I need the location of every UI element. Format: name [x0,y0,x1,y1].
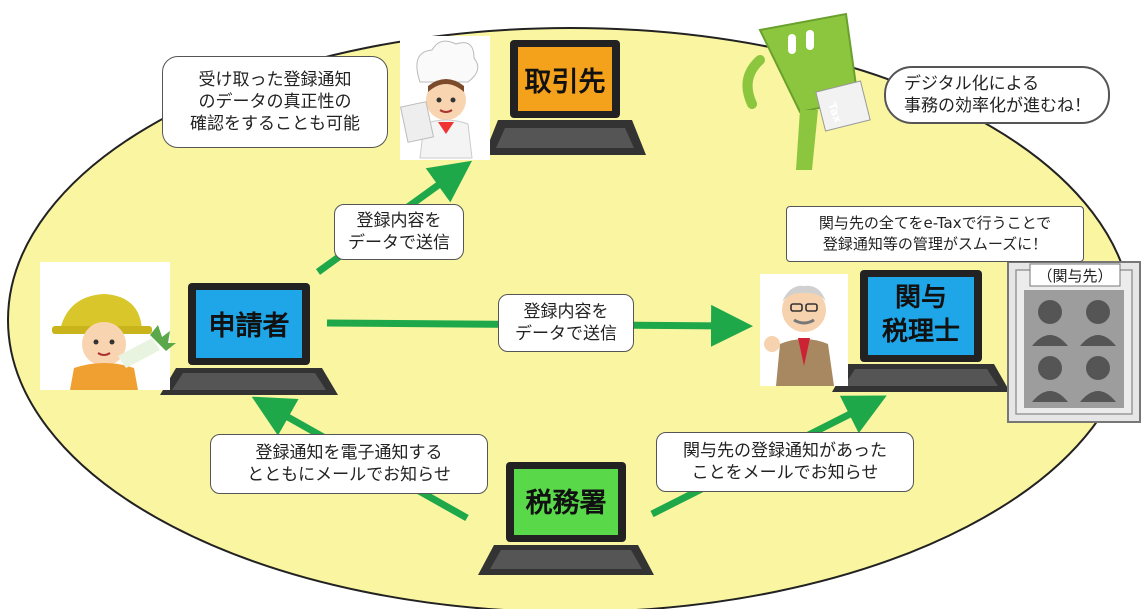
tax-office-screen [514,469,618,535]
label-office-to-applicant: 登録通知を電子通知する とともにメールでお知らせ [210,434,488,494]
e-tax-mascot-icon: Tax [742,12,871,170]
chef-icon [399,36,490,160]
label-send-to-partner-line1: 登録内容を [356,211,442,231]
mascot-speech-bubble: デジタル化による 事務の効率化が進むね！ [884,66,1110,124]
label-send-to-accountant: 登録内容を データで送信 [498,294,634,352]
tax-office-label: 税務署 [526,488,607,519]
label-office-to-accountant-line2: ことをメールでお知らせ [691,463,879,483]
applicant-screen [196,290,302,358]
partner-note-line2: のデータの真正性の [198,92,352,112]
accountant-label-line1: 関与 [895,283,947,313]
laptop-applicant: 申請者 [160,283,338,395]
laptop-accountant: 関与 税理士 [832,270,1010,392]
label-send-to-partner-line2: データで送信 [348,233,450,253]
accountant-note-line1: 関与先の全てをe-Taxで行うことで [818,214,1052,232]
applicant-label: 申請者 [209,310,290,342]
person-silhouette-icon [1032,300,1116,402]
partner-label: 取引先 [525,67,606,98]
partner-note-line1: 受け取った登録通知 [198,70,352,90]
partner-screen [518,47,612,111]
clients-title: （関与先） [1037,267,1112,285]
label-office-to-accountant: 関与先の登録通知があった ことをメールでお知らせ [656,432,914,492]
farmer-icon [40,262,176,390]
label-send-to-partner: 登録内容を データで送信 [334,204,464,260]
mascot-speech-line1: デジタル化による [904,74,1040,94]
label-send-to-accountant-line1: 登録内容を [523,302,609,322]
label-office-to-applicant-line2: とともにメールでお知らせ [247,465,451,485]
laptop-tax-office: 税務署 [478,462,654,575]
partner-note: 受け取った登録通知 のデータの真正性の 確認をすることも可能 [162,56,388,148]
accountant-screen [868,277,974,355]
accountant-label-line2: 税理士 [882,317,960,347]
mascot-speech-line2: 事務の効率化が進むね！ [904,96,1091,116]
label-office-to-applicant-line1: 登録通知を電子通知する [255,443,443,463]
laptop-partner: 取引先 [484,40,646,155]
label-send-to-accountant-line2: データで送信 [515,324,617,344]
label-office-to-accountant-line1: 関与先の登録通知があった [683,441,887,461]
clients-panel: （関与先） [1007,261,1141,423]
partner-note-line3: 確認をすることも可能 [190,114,360,134]
accountant-note-line2: 登録通知等の管理がスムーズに！ [822,235,1048,253]
accountant-icon [760,274,848,386]
accountant-note: 関与先の全てをe-Taxで行うことで 登録通知等の管理がスムーズに！ [786,206,1084,262]
